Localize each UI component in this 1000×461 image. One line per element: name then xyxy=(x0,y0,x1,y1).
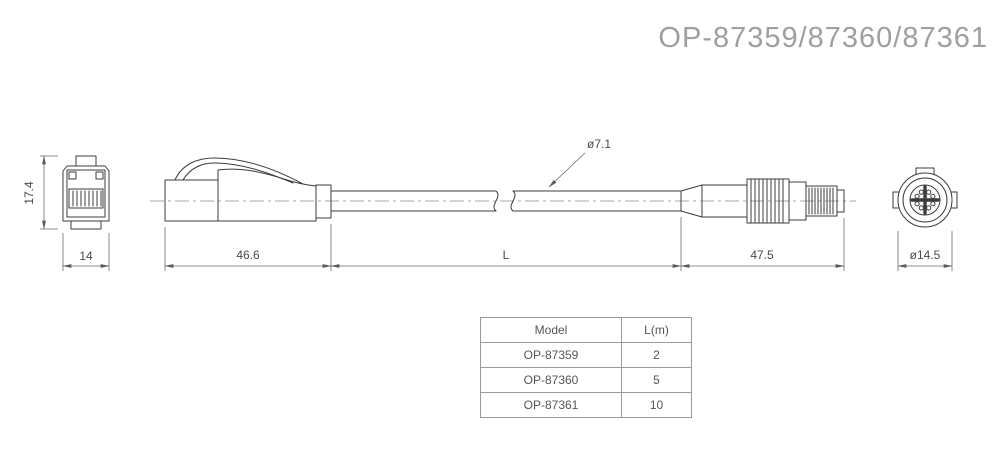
m12-front-view xyxy=(892,167,958,228)
width-dim-label: 14 xyxy=(79,249,93,263)
model-table: Model L(m) OP-87359 2 OP-87360 5 OP-8736… xyxy=(480,317,692,418)
strain-relief-taper xyxy=(680,184,703,218)
length-cell: 10 xyxy=(621,392,692,418)
boot-top xyxy=(217,168,317,187)
boot-bottom xyxy=(217,185,317,222)
page-title: OP-87359/87360/87361 xyxy=(658,22,988,54)
m12-inner-circle xyxy=(909,184,941,216)
m12-pin xyxy=(926,205,932,211)
height-dim-label: 17.4 xyxy=(22,181,36,205)
rj45-inner-outline xyxy=(66,169,106,218)
column-header-length: L(m) xyxy=(621,317,692,343)
m12-knurl-lines xyxy=(750,178,784,224)
connector-b-dim-label: 47.5 xyxy=(750,248,774,262)
connector-a-dim-label: 46.6 xyxy=(236,248,260,262)
m12-side-view xyxy=(680,178,845,224)
length-cell: 5 xyxy=(621,367,692,393)
m12-pin xyxy=(914,201,920,207)
latch-outer xyxy=(174,157,304,185)
cable-diameter-label: ø7.1 xyxy=(587,137,611,151)
table-header-row: Model L(m) xyxy=(480,317,692,343)
model-cell: OP-87361 xyxy=(480,392,622,418)
m12-pin xyxy=(918,205,924,211)
m12-pin xyxy=(914,193,920,199)
m12-thread-lines xyxy=(808,187,834,215)
m12-pin xyxy=(930,201,936,207)
cable-lines xyxy=(330,190,682,212)
m12-pin xyxy=(930,193,936,199)
m12-mid-circle xyxy=(902,177,948,223)
table-row: OP-87359 2 xyxy=(480,342,692,368)
m12-pin xyxy=(918,189,924,195)
rj45-pin-block xyxy=(68,188,104,209)
rj45-base xyxy=(70,220,102,230)
model-cell: OP-87360 xyxy=(480,367,622,393)
table-row: OP-87361 10 xyxy=(480,392,692,418)
m12-tip xyxy=(836,189,845,213)
rj45-latch-tab xyxy=(75,155,97,167)
rj45-corner-detail-right xyxy=(95,171,104,180)
column-header-model: Model xyxy=(480,317,622,343)
m12-dim-label: ø14.5 xyxy=(910,248,941,262)
boot-collar xyxy=(315,184,332,219)
rj45-side-view xyxy=(164,157,332,222)
m12-top-key xyxy=(915,167,935,175)
rj45-corner-detail-left xyxy=(68,171,77,180)
m12-pin xyxy=(926,189,932,195)
latch-inner xyxy=(182,162,294,184)
cable-diameter-callout: ø7.1 xyxy=(548,137,611,188)
length-cell: 2 xyxy=(621,342,692,368)
rj45-front-view xyxy=(62,155,110,230)
table-row: OP-87360 5 xyxy=(480,367,692,393)
left-view-dimensions: 17.4 14 xyxy=(22,155,110,271)
main-dimensions: 46.6 L 47.5 xyxy=(164,217,845,271)
cable xyxy=(330,190,682,212)
m12-right-ear xyxy=(950,191,958,209)
m12-outer-circle xyxy=(897,172,953,228)
model-cell: OP-87359 xyxy=(480,342,622,368)
cable-diameter-leader xyxy=(548,152,586,188)
main-extension-lines xyxy=(164,217,845,271)
m12-cross-shield xyxy=(910,185,940,215)
rj45-body-outline xyxy=(62,165,110,222)
cable-dim-label: L xyxy=(503,248,510,262)
height-extension-lines xyxy=(40,155,58,230)
m12-left-ear xyxy=(892,191,900,209)
plug-body xyxy=(164,179,219,222)
m12-thread xyxy=(805,185,838,217)
m12-dimension: ø14.5 xyxy=(897,231,953,271)
rj45-pins xyxy=(72,190,102,207)
cable-break xyxy=(493,190,516,212)
